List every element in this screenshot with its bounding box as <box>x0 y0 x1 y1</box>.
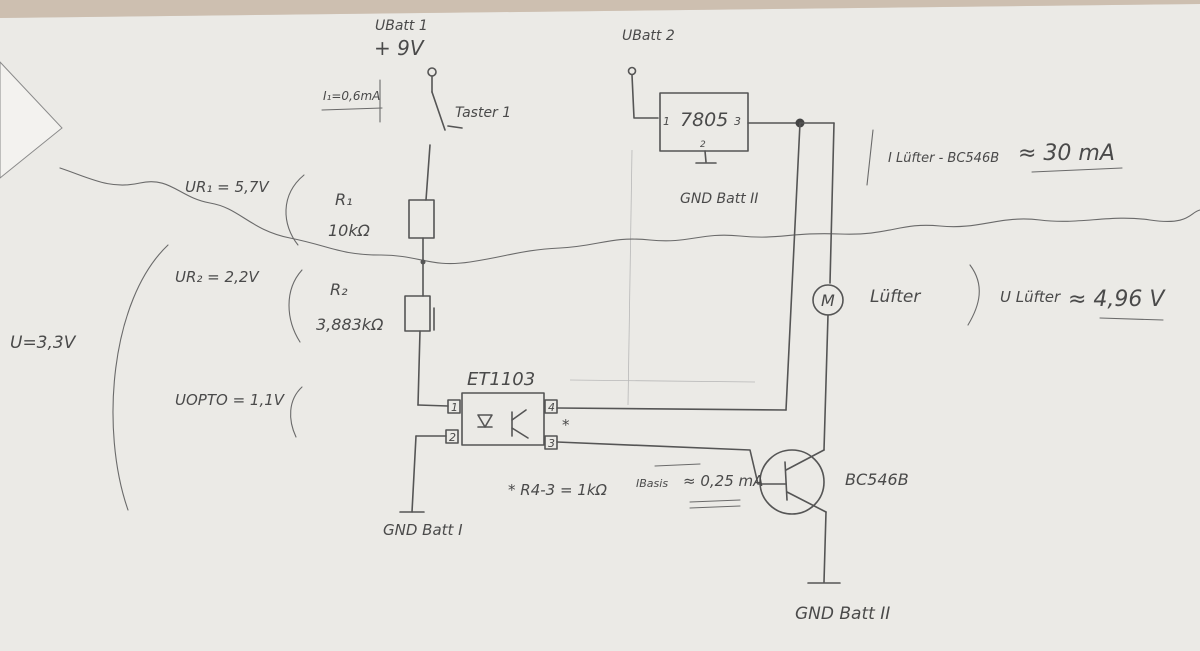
label-opto-pin3: 3 <box>548 437 555 450</box>
label-gnd-batt2-top: GND Batt II <box>680 191 758 207</box>
label-motor-symbol: M <box>821 291 835 310</box>
label-i1: I₁=0,6mA <box>323 89 380 103</box>
label-ilufter: I Lüfter - BC546B <box>888 151 999 166</box>
label-ubatt2: UBatt 2 <box>622 28 675 44</box>
label-r1-value: 10kΩ <box>328 221 371 240</box>
label-u-total: U=3,3V <box>10 333 77 353</box>
voltage-arrow-ur2 <box>288 269 303 343</box>
current-arrow-ilufter <box>866 129 874 186</box>
voltage-arrow-total <box>112 244 169 511</box>
wire <box>823 314 829 451</box>
label-gnd-batt1: GND Batt I <box>383 521 463 539</box>
label-opto-pin2: 2 <box>449 431 456 444</box>
voltage-arrow-ulufter <box>967 264 980 326</box>
transistor-emitter <box>786 491 827 513</box>
underline <box>1031 167 1123 173</box>
guide-line <box>627 149 633 406</box>
wire <box>785 122 801 411</box>
resistor-r2 <box>404 295 431 332</box>
wire <box>417 404 449 407</box>
label-reg-pin2: 2 <box>700 140 706 150</box>
label-ibasis: IBasis <box>636 477 668 490</box>
optocoupler-body <box>461 392 545 446</box>
transistor-collector <box>785 449 825 471</box>
label-r43: * R4-3 = 1kΩ <box>508 481 608 499</box>
voltage-arrow-ur1 <box>285 174 305 246</box>
underline <box>321 107 383 111</box>
wire <box>823 511 827 583</box>
label-reg-pin3: 3 <box>734 115 741 128</box>
folded-corner <box>0 61 63 179</box>
transistor-base-bar <box>784 461 788 501</box>
opto-transistor-collector <box>511 409 527 421</box>
label-ur2: UR₂ = 2,2V <box>175 268 260 286</box>
paper-sheet <box>0 4 1200 651</box>
label-star: * <box>562 416 570 434</box>
wire <box>556 407 787 411</box>
label-ulufter: U Lüfter <box>1000 288 1061 306</box>
label-taster: Taster 1 <box>455 105 511 121</box>
label-plus9v: + 9V <box>374 36 425 60</box>
label-ibasis-value: ≈ 0,25 mA <box>683 472 763 490</box>
voltage-arrow-uopto <box>290 386 303 438</box>
label-transistor: BC546B <box>845 470 909 489</box>
wire <box>704 150 707 163</box>
wire <box>411 435 417 513</box>
regulator-7805 <box>659 92 749 152</box>
label-uopto: UOPTO = 1,1V <box>175 391 286 409</box>
wire <box>556 441 787 485</box>
underline <box>689 505 741 509</box>
opto-transistor-emitter <box>511 427 529 439</box>
wire <box>829 122 835 284</box>
switch-lever <box>431 91 446 131</box>
underline <box>1099 317 1164 321</box>
wire <box>425 144 431 201</box>
switch-actuator <box>447 125 463 129</box>
label-opto-pin4: 4 <box>548 401 555 414</box>
wire <box>417 330 421 406</box>
label-ilufter-value: ≈ 30 mA <box>1018 141 1115 166</box>
underline <box>689 499 741 503</box>
label-r1-name: R₁ <box>335 190 353 209</box>
label-opto-name: ET1103 <box>467 369 535 390</box>
transistor-bc546b <box>759 449 825 515</box>
label-reg-pin1: 1 <box>663 115 670 128</box>
label-lufter: Lüfter <box>870 287 921 307</box>
label-gnd-batt2-bottom: GND Batt II <box>795 604 890 624</box>
wire <box>631 74 659 119</box>
label-opto-pin1: 1 <box>451 401 458 414</box>
label-r2-name: R₂ <box>330 280 348 299</box>
paper-shadow-top <box>0 0 1200 18</box>
resistor-r1 <box>408 199 435 239</box>
guide-line <box>569 379 756 383</box>
junction-dot <box>420 259 426 265</box>
label-r2-value: 3,883kΩ <box>316 315 384 334</box>
label-ulufter-value: ≈ 4,96 V <box>1068 287 1166 312</box>
opto-led-triangle <box>477 414 493 428</box>
opto-pin-1-box <box>447 399 461 414</box>
current-arrow-ibasis <box>654 463 701 467</box>
label-ubatt1: UBatt 1 <box>375 18 428 34</box>
opto-pin-4-box <box>544 399 558 414</box>
label-ur1: UR₁ = 5,7V <box>185 178 270 196</box>
label-reg-name: 7805 <box>680 109 728 131</box>
wavy-line <box>59 167 1200 265</box>
